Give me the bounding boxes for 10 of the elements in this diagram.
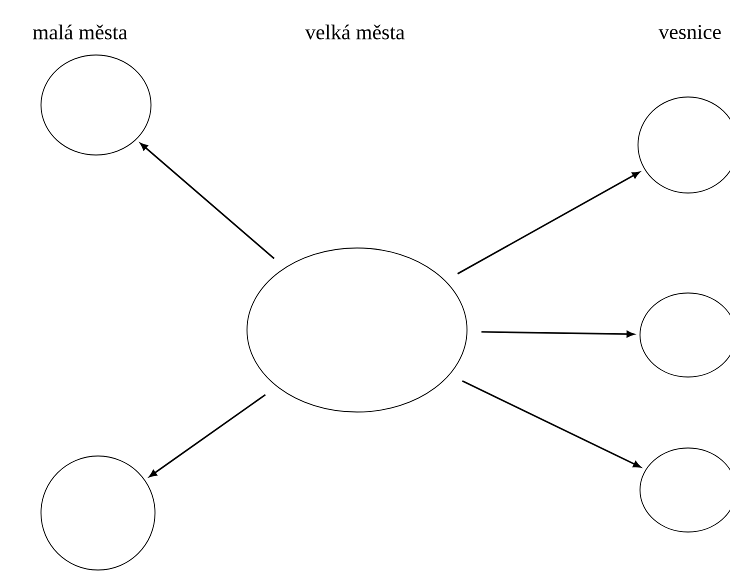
arrow	[149, 394, 266, 478]
heading-label: vesnice	[658, 24, 721, 40]
arrow	[140, 142, 275, 260]
circle	[40, 54, 152, 156]
arrow	[457, 172, 640, 274]
circle	[246, 248, 468, 412]
circle	[40, 456, 156, 570]
arrow	[481, 330, 634, 338]
heading-label: velká města	[305, 24, 405, 40]
arrow	[462, 380, 641, 468]
